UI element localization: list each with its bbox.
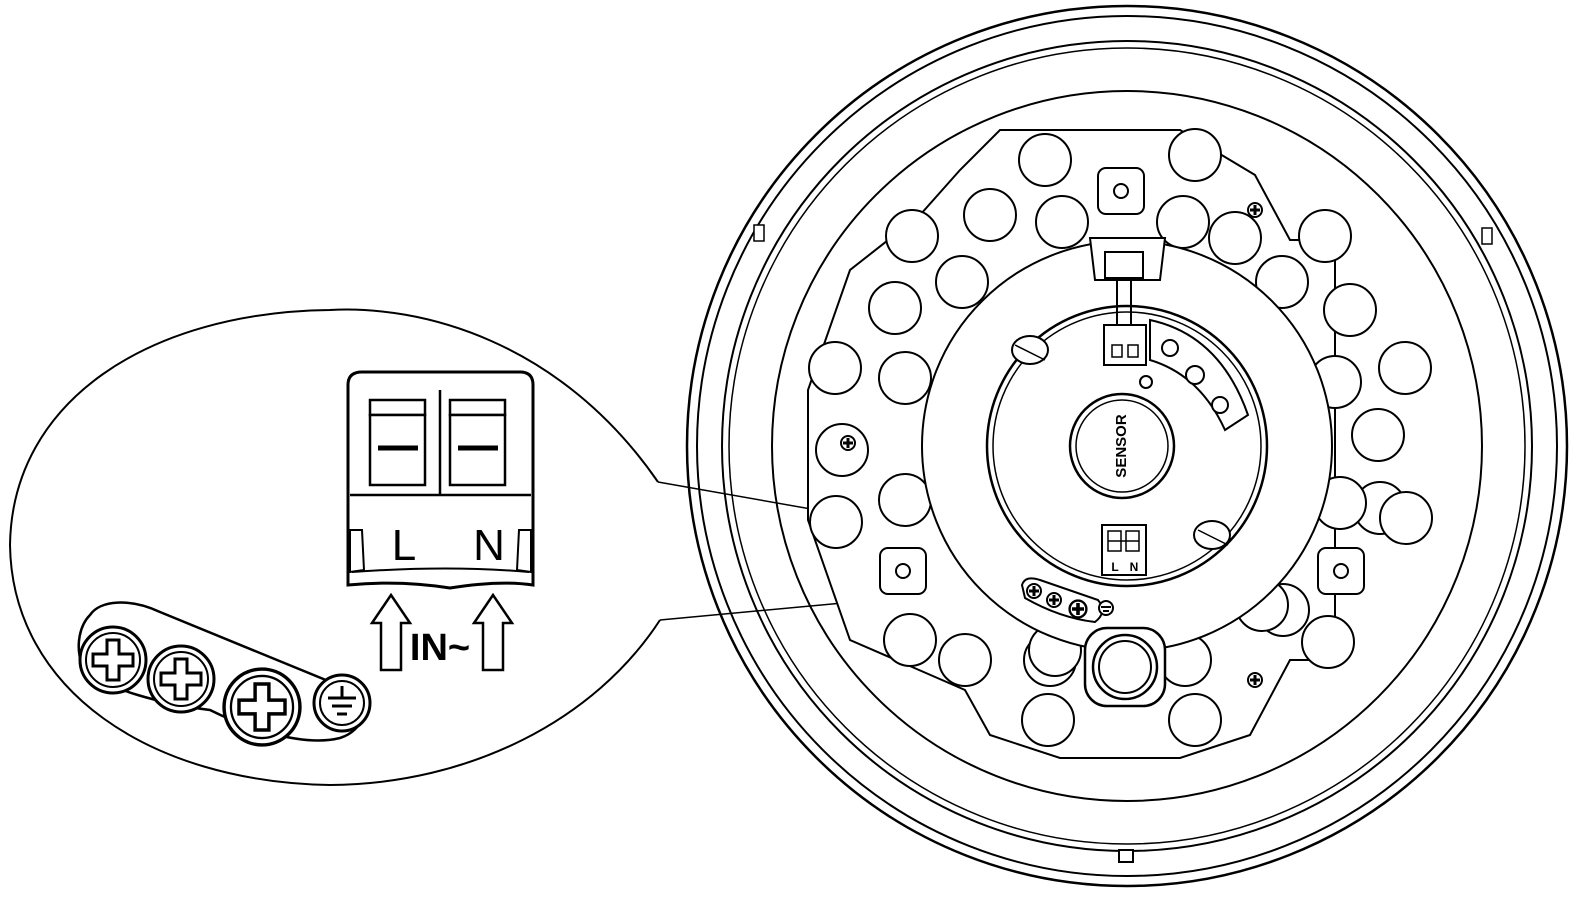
cable-entry [1083, 626, 1167, 708]
vent-hole [868, 281, 922, 335]
sensor-module: SENSOR [1068, 392, 1176, 500]
vent-hole [938, 633, 992, 687]
plus-screw-icon [78, 625, 148, 695]
vent-hole [1168, 128, 1222, 182]
screw-strip [1020, 577, 1114, 624]
terminal-l-label: L [392, 521, 416, 570]
plus-screw-icon [1046, 592, 1062, 608]
vent-hole [1255, 255, 1309, 309]
detail-callout: L N IN~ [8, 308, 1113, 787]
plus-screw-icon [1247, 672, 1263, 688]
terminal-block: L N [1101, 524, 1147, 576]
keyhole-slot [1097, 167, 1145, 215]
fixture-terminal-n: N [1130, 560, 1139, 574]
vent-hole [1035, 195, 1089, 249]
vent-hole [878, 351, 932, 405]
ceiling-fixture: SENSOR [685, 4, 1569, 888]
mount-clip [1011, 335, 1049, 365]
vent-hole [809, 495, 863, 549]
plus-screw-icon [840, 435, 856, 451]
vent-hole [1298, 209, 1352, 263]
callout-bubble [8, 308, 661, 787]
up-arrow-icon [471, 592, 515, 672]
vent-hole [1018, 133, 1072, 187]
up-arrow-icon [369, 592, 413, 672]
plus-screw-icon [1068, 599, 1088, 619]
mount-clip [1193, 520, 1231, 550]
ground-icon [312, 673, 372, 733]
vent-hole [1379, 491, 1433, 545]
terminal-block-enlarged: L N [346, 370, 535, 590]
vent-hole [808, 341, 862, 395]
sensor-label: SENSOR [1113, 414, 1130, 478]
vent-hole [1323, 283, 1377, 337]
plus-screw-icon [1026, 583, 1042, 599]
vent-hole [1168, 693, 1222, 747]
vent-hole [935, 255, 989, 309]
vent-hole [1301, 615, 1355, 669]
sensor-connector [1088, 237, 1250, 432]
vent-hole [1208, 211, 1262, 265]
vent-hole [1351, 408, 1405, 462]
outer-rim [685, 4, 1569, 888]
vent-hole [878, 473, 932, 527]
vent-hole [885, 209, 939, 263]
terminal-n-label: N [473, 521, 505, 570]
plus-screw-icon [146, 644, 216, 714]
fixture-terminal-l: L [1111, 560, 1118, 574]
vent-hole [1378, 341, 1432, 395]
vent-hole [883, 613, 937, 667]
plus-screw-icon [1247, 202, 1263, 218]
ground-icon [1098, 600, 1114, 616]
keyhole-slot [1317, 547, 1365, 595]
plus-screw-icon [222, 667, 302, 747]
input-label: IN~ [410, 627, 470, 669]
vent-hole [963, 188, 1017, 242]
vent-hole [1021, 693, 1075, 747]
keyhole-slot [879, 547, 927, 595]
vent-hole [815, 423, 869, 477]
screw-strip-enlarged [77, 601, 372, 747]
